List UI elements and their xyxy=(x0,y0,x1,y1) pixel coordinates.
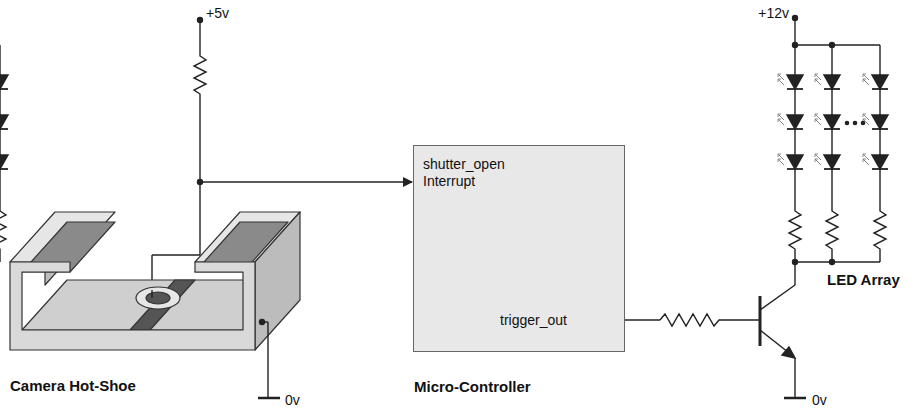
output-pin-label: trigger_out xyxy=(500,312,567,329)
micro-controller-box: shutter_open Interrupttrigger_outMicro-C… xyxy=(413,145,625,352)
part-name: Micro-Controller xyxy=(414,378,531,395)
ground-label: 0v xyxy=(812,392,827,408)
transistor-driver xyxy=(625,262,806,398)
part-name: Camera Hot-Shoe xyxy=(10,377,136,394)
ground-label: 0v xyxy=(285,392,300,408)
hot-shoe-illustration xyxy=(10,212,300,350)
supply-label: +5v xyxy=(206,5,229,22)
part-name: LED Array xyxy=(827,271,900,288)
ground-wire xyxy=(152,290,280,398)
interrupt-pin-label: shutter_open Interrupt xyxy=(423,156,533,190)
supply-label: +12v xyxy=(758,5,789,22)
